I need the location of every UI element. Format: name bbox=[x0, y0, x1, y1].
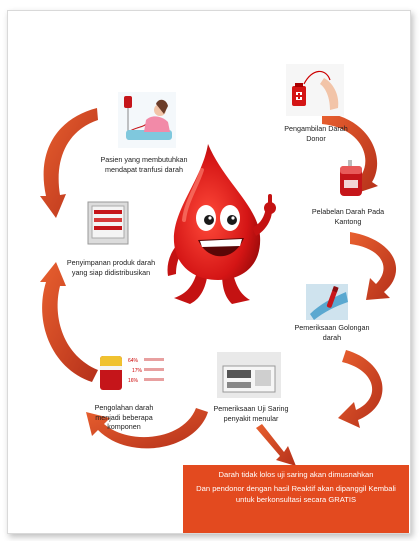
step-label: Pemeriksaan Golongan darah bbox=[294, 323, 370, 342]
arrow-typing-to-screening bbox=[338, 350, 383, 428]
arrow-patient-to-storage bbox=[40, 108, 98, 218]
arrow-processing-to-storage bbox=[40, 262, 98, 382]
component-percent: 17% bbox=[132, 368, 143, 374]
notice-line: Dan pendonor dengan hasil Reaktif akan d… bbox=[196, 483, 396, 505]
blood-bag-icon bbox=[340, 160, 362, 196]
arrow-screening-to-note bbox=[256, 424, 296, 466]
blood-test-tube-icon bbox=[306, 284, 348, 320]
step-label: Penyimpanan produk darah yang siap didis… bbox=[66, 258, 156, 277]
arrow-donor-to-labeling bbox=[322, 112, 378, 194]
arrow-screening-to-processing bbox=[86, 408, 208, 449]
step-label: Pemeriksaan Uji Saring penyakit menular bbox=[213, 404, 289, 423]
step-label: Pasien yang membutuhkan mendapat tranfus… bbox=[100, 155, 188, 174]
component-percent: 16% bbox=[128, 378, 139, 384]
discard-notice-box: Darah tidak lolos uji saring akan dimusn… bbox=[183, 465, 409, 533]
component-percent: 64% bbox=[128, 358, 139, 364]
blood-drop-mascot bbox=[167, 144, 276, 304]
step-label: Pengolahan darah menjadi beberapa kompon… bbox=[94, 403, 154, 431]
lab-analyzer-icon bbox=[217, 352, 281, 398]
patient-transfusion-icon bbox=[118, 92, 176, 148]
blood-donation-icon bbox=[286, 64, 344, 116]
arrow-labeling-to-typing bbox=[350, 232, 397, 300]
blood-components-icon: 64% 17% 16% bbox=[100, 356, 164, 390]
notice-line: Darah tidak lolos uji saring akan dimusn… bbox=[218, 470, 374, 479]
step-label: Pengambilan Darah Donor bbox=[284, 124, 348, 143]
blood-fridge-icon bbox=[87, 201, 129, 245]
step-label: Pelabelan Darah Pada Kantong bbox=[311, 207, 385, 226]
